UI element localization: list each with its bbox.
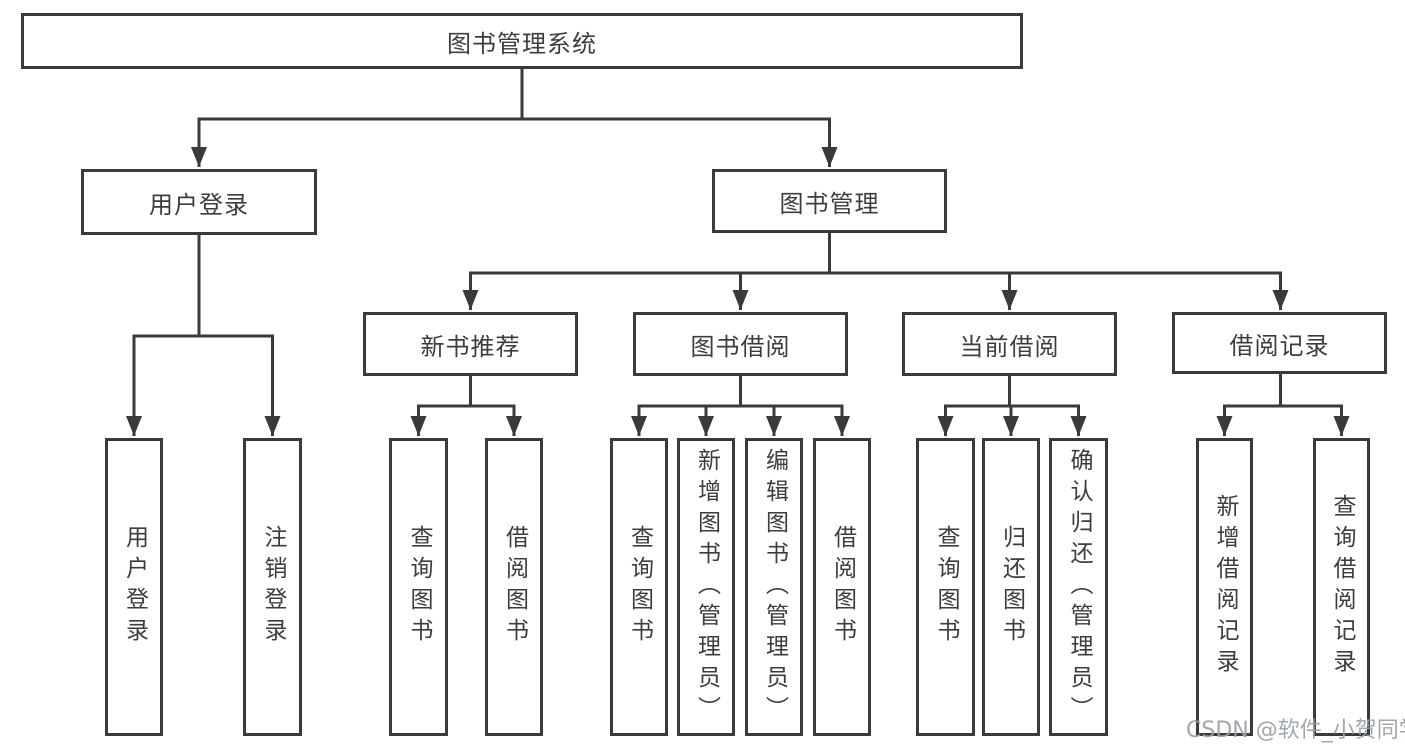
leaf-label: 注销登录 — [260, 525, 286, 649]
node-label: 借阅记录 — [1229, 331, 1330, 360]
leaf-return-books: 归还图书 — [982, 438, 1040, 736]
leaf-add-borrow-record: 新增借阅记录 — [1196, 438, 1253, 736]
node-library-management-system: 图书管理系统 — [21, 13, 1023, 69]
leaf-logout: 注销登录 — [243, 438, 302, 736]
node-user-login: 用户登录 — [81, 169, 317, 235]
leaf-query-books-borrowing: 查询图书 — [610, 438, 668, 736]
node-current-borrowing: 当前借阅 — [902, 312, 1117, 376]
node-borrowing-records: 借阅记录 — [1172, 312, 1387, 374]
node-book-borrowing: 图书借阅 — [633, 312, 848, 376]
leaf-label: 借阅图书 — [501, 525, 528, 649]
node-label: 新书推荐 — [420, 332, 521, 361]
node-label: 当前借阅 — [959, 332, 1060, 361]
node-label: 图书借阅 — [690, 332, 791, 361]
leaf-borrow-books-borrowing: 借阅图书 — [813, 438, 871, 736]
leaf-query-books-current: 查询图书 — [916, 438, 975, 736]
leaf-query-books-recommend: 查询图书 — [389, 438, 448, 736]
leaf-label: 编辑图书（管理员） — [761, 447, 788, 727]
leaf-query-borrow-record: 查询借阅记录 — [1313, 438, 1370, 736]
leaf-borrow-books-recommend: 借阅图书 — [485, 438, 543, 736]
leaf-user-login: 用户登录 — [105, 438, 163, 736]
leaf-label: 用户登录 — [121, 525, 148, 649]
node-label: 图书管理 — [779, 189, 880, 218]
leaf-add-book-admin: 新增图书（管理员） — [677, 438, 735, 736]
node-label: 用户登录 — [149, 190, 249, 219]
leaf-confirm-return-admin: 确认归还（管理员） — [1049, 438, 1108, 736]
leaf-label: 借阅图书 — [829, 525, 856, 649]
node-new-book-recommend: 新书推荐 — [363, 312, 578, 376]
leaf-label: 查询图书 — [626, 525, 653, 649]
leaf-edit-book-admin: 编辑图书（管理员） — [745, 438, 803, 736]
arrow-lines — [126, 119, 1350, 436]
leaf-label: 查询图书 — [933, 525, 959, 649]
leaf-label: 新增借阅记录 — [1212, 494, 1238, 680]
leaf-label: 查询借阅记录 — [1329, 494, 1355, 680]
leaf-label: 新增图书（管理员） — [693, 447, 720, 727]
node-book-management: 图书管理 — [712, 169, 947, 233]
node-label: 图书管理系统 — [447, 29, 597, 58]
leaf-label: 查询图书 — [406, 525, 432, 649]
leaf-label: 归还图书 — [998, 525, 1025, 649]
leaf-label: 确认归还（管理员） — [1066, 447, 1092, 727]
watermark: CSDN @软件_小贺同学 — [1186, 718, 1405, 743]
